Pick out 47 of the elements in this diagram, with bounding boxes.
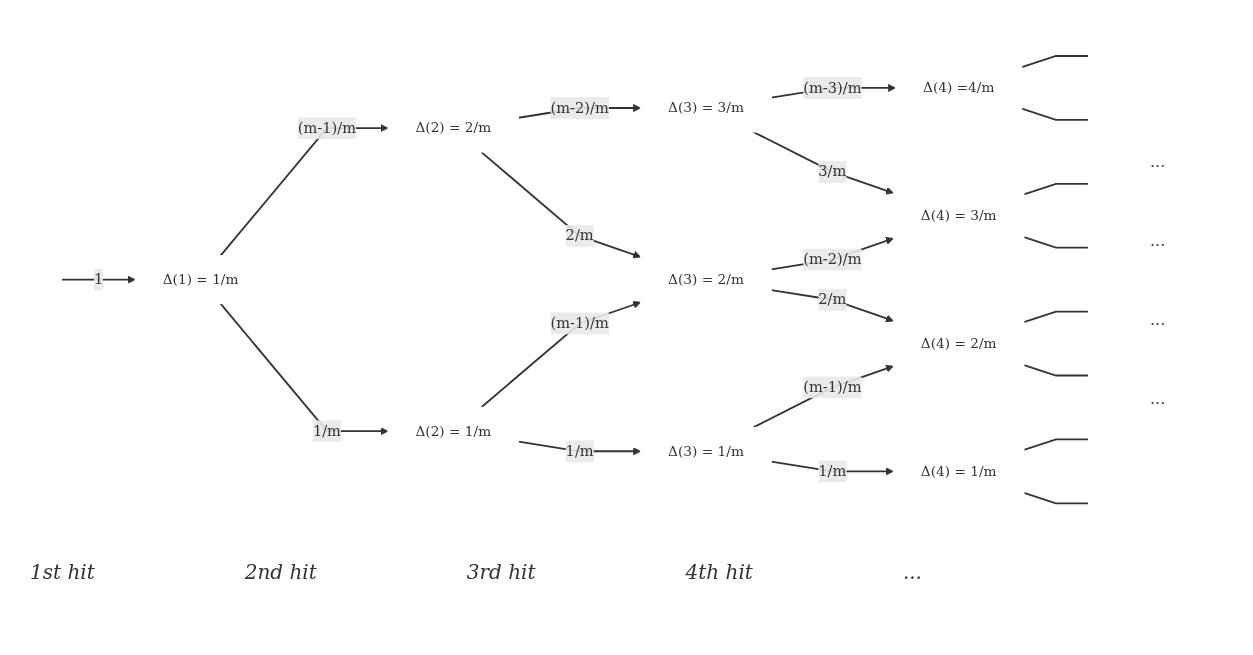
node-text: Δ(4) = 2/m	[920, 335, 997, 352]
edge-label: 3/m	[818, 163, 847, 181]
node-text: Δ(3) = 1/m	[668, 443, 744, 460]
edge-label: 1/m	[565, 442, 594, 460]
edge-label: (m-1)/m	[550, 314, 609, 333]
node-text: Δ(4) =4/m	[923, 79, 995, 97]
continuation-dots: ...	[1150, 310, 1166, 329]
node-text: Δ(2) = 1/m	[415, 423, 492, 440]
edge-label: (m-1)/m	[803, 378, 862, 396]
edge-label: (m-3)/m	[803, 79, 862, 97]
edge-label: 1/m	[818, 462, 847, 480]
edge-label: 1	[94, 270, 104, 289]
arrow	[480, 301, 642, 409]
connector	[1023, 438, 1089, 452]
continuation-dots: ...	[1150, 389, 1166, 408]
edge-label: 2/m	[818, 290, 847, 309]
connector	[1023, 492, 1089, 505]
stage-label: 1st hit	[30, 560, 95, 584]
node-text: Δ(4) = 3/m	[920, 207, 997, 225]
connector	[1020, 55, 1089, 69]
arrow	[752, 131, 894, 195]
arrow	[752, 365, 894, 429]
edge-label: 2/m	[565, 227, 594, 245]
node-text: Δ(4) = 1/m	[920, 463, 997, 480]
stage-label: 2nd hit	[244, 560, 317, 584]
stage-label: 3rd hit	[466, 560, 536, 584]
connector	[1023, 183, 1089, 196]
edge-label: 1/m	[312, 422, 341, 440]
connector	[1023, 311, 1089, 324]
arrow	[770, 289, 894, 323]
arrow	[770, 237, 894, 271]
node-text: Δ(2) = 2/m	[415, 120, 492, 137]
connector	[1020, 108, 1089, 122]
continuation-dots: ...	[1150, 231, 1166, 250]
arrow	[480, 151, 642, 259]
node-text: Δ(3) = 3/m	[668, 99, 744, 117]
node-text: Δ(3) = 2/m	[668, 271, 744, 288]
arrow	[61, 276, 136, 284]
continuation-dots: ...	[902, 560, 922, 584]
edge-label: (m-2)/m	[550, 99, 609, 117]
connector	[1023, 236, 1089, 249]
continuation-dots: ...	[1150, 152, 1166, 171]
connector	[1023, 364, 1089, 377]
edge-label: (m-2)/m	[803, 250, 862, 269]
stage-label: 4th hit	[685, 560, 753, 584]
node-text: Δ(1) = 1/m	[162, 271, 239, 288]
edge-label: (m-1)/m	[297, 119, 357, 137]
